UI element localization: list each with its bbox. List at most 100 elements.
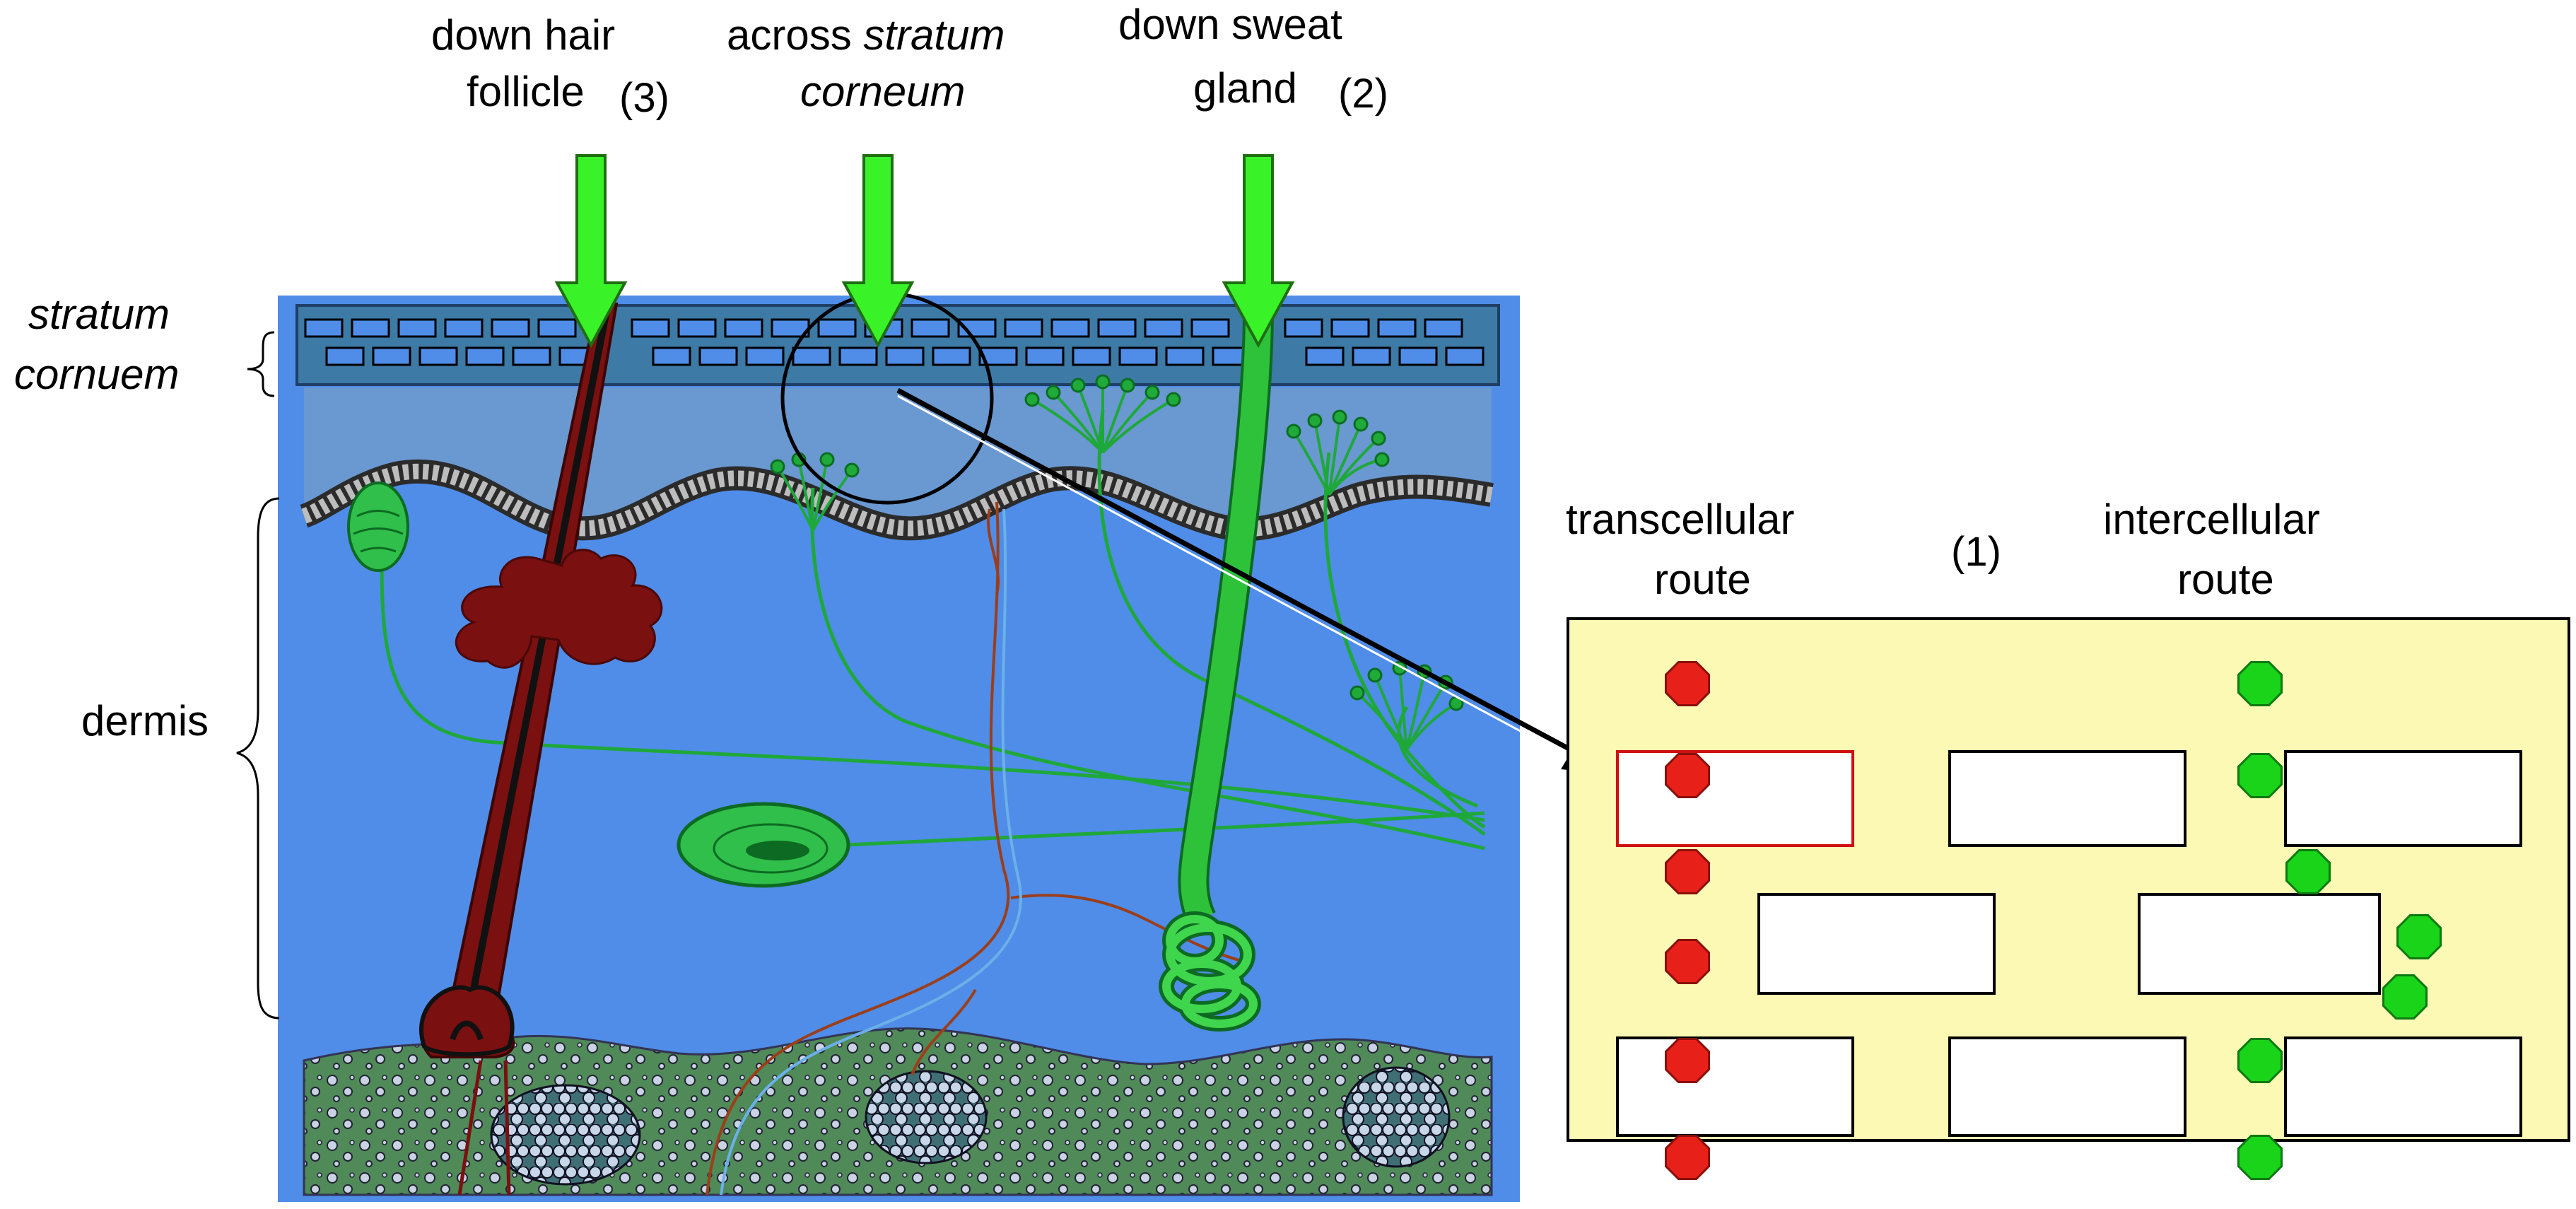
hair-shaft xyxy=(463,310,610,1026)
nerve-branch xyxy=(1405,671,1426,750)
stratum-corneum-label-line1: stratum xyxy=(28,291,170,338)
corneocyte-brick xyxy=(444,318,484,338)
nerve-ending xyxy=(844,462,860,478)
dermis-brace xyxy=(236,497,280,1020)
corneocyte-brick xyxy=(325,346,365,366)
nerve-branch xyxy=(1031,398,1104,454)
corneocyte-brick xyxy=(885,346,925,366)
stratum-corneum-arrow xyxy=(841,154,915,349)
nerve-branch xyxy=(812,469,853,531)
nerve-branch xyxy=(1101,398,1175,454)
nerve-ending xyxy=(770,459,785,474)
corneocyte-brick xyxy=(698,346,738,366)
corneocyte-brick xyxy=(724,318,763,338)
corneocyte-brick xyxy=(1025,346,1065,366)
corneocyte-brick xyxy=(631,318,670,338)
sweat-gland-number: (2) xyxy=(1338,71,1388,117)
nerve-branch xyxy=(776,465,814,531)
nerve-ending xyxy=(1095,374,1111,390)
nerve-ending xyxy=(1046,385,1061,400)
nerve-branch xyxy=(1052,391,1104,454)
corneocyte-brick xyxy=(1377,318,1417,338)
across-label-line1: across stratum xyxy=(727,11,1005,59)
corneocyte-brick xyxy=(491,318,530,338)
nerve-ending xyxy=(1350,685,1365,701)
skin-cell xyxy=(1616,1036,1854,1137)
transcellular-molecule xyxy=(1665,939,1710,984)
corneocyte-brick xyxy=(838,346,878,366)
corneocyte-brick xyxy=(1330,318,1370,338)
corneocyte-brick xyxy=(745,346,785,366)
corneocyte-brick xyxy=(465,346,505,366)
corneocyte-brick xyxy=(1284,318,1323,338)
corneocyte-brick xyxy=(652,346,691,366)
nerve-branch xyxy=(1101,385,1129,453)
intercellular-molecule xyxy=(2237,753,2283,798)
corneocyte-brick xyxy=(1118,346,1158,366)
nerve-ending xyxy=(1332,409,1347,425)
nerve-fibres xyxy=(380,409,1486,851)
nerve-branch xyxy=(1328,416,1341,496)
corneocyte-brick xyxy=(792,346,831,366)
corneocyte-brick xyxy=(932,346,971,366)
corneocyte-brick xyxy=(351,318,390,338)
sweat-gland-arrow xyxy=(1222,154,1295,349)
stratum-corneum-brace xyxy=(247,331,275,397)
corneocyte-brick xyxy=(1190,318,1230,338)
corneocyte-bricks xyxy=(304,318,1485,366)
intercellular-molecule xyxy=(2237,1038,2283,1083)
hair-follicle-label-line1: down hair xyxy=(431,11,615,59)
skin-cell xyxy=(1616,750,1854,847)
nerve-branch xyxy=(1077,385,1104,453)
hair-follicle-arrow xyxy=(554,154,628,349)
skin-cell xyxy=(1757,893,1996,995)
hair-follicle-label-line2: follicle xyxy=(467,68,585,115)
stratum-corneum-band xyxy=(295,304,1500,386)
nerve-branch xyxy=(1398,667,1408,750)
viable-epidermis xyxy=(304,387,1492,530)
intercellular-label-line2: route xyxy=(2177,556,2274,603)
corneocyte-brick xyxy=(512,346,551,366)
corneocyte-brick xyxy=(677,318,717,338)
corneocyte-brick xyxy=(397,318,437,338)
route-panel xyxy=(1567,617,2570,1180)
transcellular-molecule xyxy=(1665,849,1710,894)
transcellular-molecule xyxy=(1665,1135,1710,1180)
corneocyte-brick xyxy=(1305,346,1345,366)
nerve-branch xyxy=(812,459,829,531)
corneocyte-brick xyxy=(372,346,411,366)
corneocyte-brick xyxy=(1424,318,1463,338)
corneocyte-brick xyxy=(1004,318,1043,338)
nerve-branch xyxy=(1356,691,1408,751)
intercellular-label-line1: intercellular xyxy=(2103,496,2320,543)
nerve-branch xyxy=(797,459,814,531)
nerve-ending xyxy=(1371,431,1386,446)
across-label-line2: corneum xyxy=(800,68,965,115)
route-number: (1) xyxy=(1951,529,2001,575)
nerve-ending xyxy=(1286,424,1301,439)
nerve-ending xyxy=(1070,378,1086,393)
nerve-ending xyxy=(1166,392,1181,407)
route-cells xyxy=(1616,750,2522,1137)
nerve-endings xyxy=(770,374,1464,751)
corneocyte-brick xyxy=(1352,346,1391,366)
meissner-corpuscle xyxy=(347,481,409,572)
corneocyte-brick xyxy=(1398,346,1438,366)
corneocyte-brick xyxy=(817,318,857,338)
transcellular-label-line2: route xyxy=(1654,556,1751,603)
corneocyte-brick xyxy=(911,318,950,338)
transcellular-molecule xyxy=(1665,1038,1710,1083)
transcellular-molecule xyxy=(1665,661,1710,706)
nerve-ending xyxy=(1024,392,1040,407)
skin-cell xyxy=(2284,750,2522,847)
hair-follicle-number: (3) xyxy=(619,75,669,121)
fat-lobule xyxy=(1342,1066,1451,1168)
corneocyte-brick xyxy=(1445,346,1485,366)
corneocyte-brick xyxy=(1165,346,1205,366)
penetration-arrows xyxy=(554,154,1295,349)
basal-cells xyxy=(301,463,1493,537)
corneocyte-brick xyxy=(537,318,577,338)
fat-lobule xyxy=(490,1084,641,1186)
corneocyte-brick xyxy=(1097,318,1137,338)
